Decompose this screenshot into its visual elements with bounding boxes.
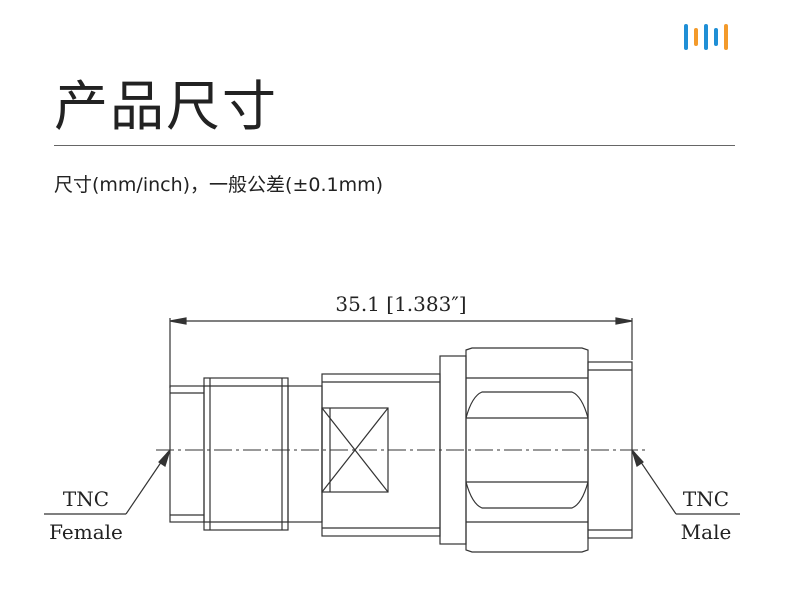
brand-logo-icon: [684, 24, 728, 50]
left-leader: [44, 449, 171, 515]
overall-length-label: 35.1 [1.383″]: [335, 292, 466, 316]
center-body: [321, 373, 441, 537]
right-connector-type-label: TNC: [683, 487, 729, 511]
male-end-nut: [439, 347, 633, 553]
title-divider: [54, 145, 735, 146]
dimension-note: 尺寸(mm/inch)，一般公差(±0.1mm): [54, 174, 384, 196]
right-connector-gender-label: Male: [681, 520, 732, 544]
logo-bar: [714, 28, 718, 46]
page-title: 产品尺寸: [54, 75, 278, 138]
logo-bar: [724, 24, 728, 50]
logo-bar: [684, 24, 688, 50]
logo-bar: [694, 28, 698, 46]
left-connector-gender-label: Female: [49, 520, 123, 544]
female-end-body: [169, 377, 323, 531]
dimension-line: [169, 317, 633, 388]
logo-bar: [704, 24, 708, 50]
right-leader: [631, 449, 740, 515]
left-connector-type-label: TNC: [63, 487, 109, 511]
